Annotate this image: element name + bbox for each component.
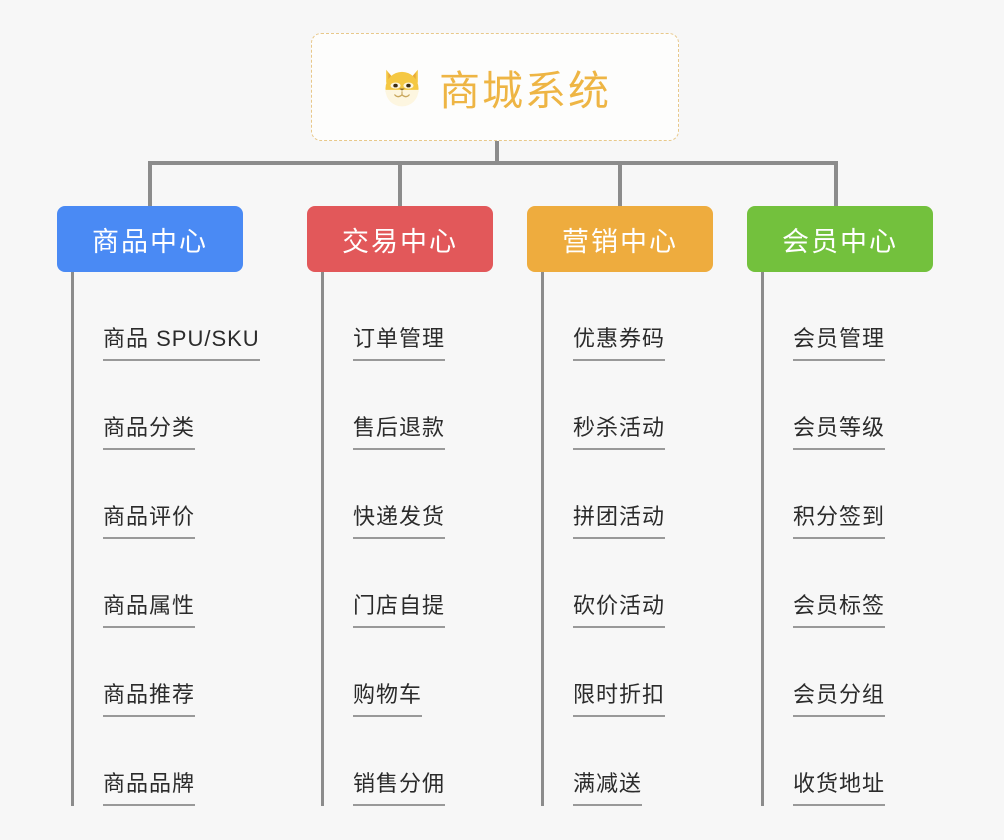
branch-header-member-center[interactable]: 会员中心 bbox=[747, 206, 933, 272]
leaf-label: 门店自提 bbox=[353, 588, 446, 628]
leaf-item[interactable]: 商品属性 bbox=[57, 539, 243, 628]
leaf-label: 商品推荐 bbox=[103, 677, 196, 717]
branch-header-label: 营销中心 bbox=[562, 226, 678, 257]
leaf-item[interactable]: 商品分类 bbox=[57, 361, 243, 450]
branch-trade-center: 交易中心 订单管理 售后退款 快递发货 门店自提 购物车 销售分佣 bbox=[307, 206, 493, 806]
leaf-label: 优惠券码 bbox=[573, 321, 666, 361]
branch-body-member-center: 会员管理 会员等级 积分签到 会员标签 会员分组 收货地址 bbox=[747, 272, 933, 806]
connector-drop-marketing-center bbox=[618, 161, 622, 208]
connector-drop-trade-center bbox=[398, 161, 402, 208]
connector-drop-product-center bbox=[148, 161, 152, 208]
shiba-inu-icon bbox=[379, 64, 425, 110]
leaf-label: 销售分佣 bbox=[353, 766, 446, 806]
leaf-label: 购物车 bbox=[353, 677, 423, 717]
branch-marketing-center: 营销中心 优惠券码 秒杀活动 拼团活动 砍价活动 限时折扣 满减送 bbox=[527, 206, 713, 806]
leaf-item[interactable]: 积分签到 bbox=[747, 450, 933, 539]
root-title: 商城系统 bbox=[439, 68, 611, 114]
leaf-item[interactable]: 收货地址 bbox=[747, 717, 933, 806]
branch-header-product-center[interactable]: 商品中心 bbox=[57, 206, 243, 272]
leaf-label: 商品 SPU/SKU bbox=[103, 321, 260, 361]
leaf-label: 限时折扣 bbox=[573, 677, 666, 717]
branch-body-trade-center: 订单管理 售后退款 快递发货 门店自提 购物车 销售分佣 bbox=[307, 272, 493, 806]
branch-header-label: 交易中心 bbox=[342, 226, 458, 257]
branch-spine bbox=[761, 272, 764, 806]
leaf-label: 会员管理 bbox=[793, 321, 886, 361]
leaf-label: 会员标签 bbox=[793, 588, 886, 628]
leaf-item[interactable]: 销售分佣 bbox=[307, 717, 493, 806]
connector-root-stub bbox=[495, 141, 499, 163]
leaf-label: 积分签到 bbox=[793, 499, 886, 539]
leaf-label: 收货地址 bbox=[793, 766, 886, 806]
leaf-label: 会员等级 bbox=[793, 410, 886, 450]
leaf-label: 商品分类 bbox=[103, 410, 196, 450]
branch-body-product-center: 商品 SPU/SKU 商品分类 商品评价 商品属性 商品推荐 商品品牌 bbox=[57, 272, 260, 806]
branch-member-center: 会员中心 会员管理 会员等级 积分签到 会员标签 会员分组 收货地址 bbox=[747, 206, 933, 806]
leaf-label: 商品品牌 bbox=[103, 766, 196, 806]
leaf-item[interactable]: 会员等级 bbox=[747, 361, 933, 450]
leaf-item[interactable]: 拼团活动 bbox=[527, 450, 713, 539]
branch-body-marketing-center: 优惠券码 秒杀活动 拼团活动 砍价活动 限时折扣 满减送 bbox=[527, 272, 713, 806]
leaf-item[interactable]: 会员管理 bbox=[747, 272, 933, 361]
leaf-label: 商品属性 bbox=[103, 588, 196, 628]
branch-header-label: 会员中心 bbox=[782, 226, 898, 257]
leaf-item[interactable]: 商品品牌 bbox=[57, 717, 243, 806]
leaf-label: 商品评价 bbox=[103, 499, 196, 539]
leaf-item[interactable]: 优惠券码 bbox=[527, 272, 713, 361]
leaf-item[interactable]: 限时折扣 bbox=[527, 628, 713, 717]
leaf-item[interactable]: 售后退款 bbox=[307, 361, 493, 450]
branch-product-center: 商品中心 商品 SPU/SKU 商品分类 商品评价 商品属性 商品推荐 商品品牌 bbox=[57, 206, 260, 806]
branch-spine bbox=[321, 272, 324, 806]
leaf-label: 满减送 bbox=[573, 766, 643, 806]
leaf-label: 拼团活动 bbox=[573, 499, 666, 539]
connector-drop-member-center bbox=[834, 161, 838, 208]
leaf-item[interactable]: 购物车 bbox=[307, 628, 493, 717]
leaf-label: 砍价活动 bbox=[573, 588, 666, 628]
leaf-item[interactable]: 砍价活动 bbox=[527, 539, 713, 628]
branch-spine bbox=[71, 272, 74, 806]
leaf-item[interactable]: 商品评价 bbox=[57, 450, 243, 539]
leaf-label: 订单管理 bbox=[353, 321, 446, 361]
leaf-label: 快递发货 bbox=[353, 499, 446, 539]
branch-spine bbox=[541, 272, 544, 806]
leaf-label: 售后退款 bbox=[353, 410, 446, 450]
branch-header-marketing-center[interactable]: 营销中心 bbox=[527, 206, 713, 272]
root-node[interactable]: 商城系统 bbox=[311, 33, 679, 141]
leaf-item[interactable]: 门店自提 bbox=[307, 539, 493, 628]
leaf-item[interactable]: 快递发货 bbox=[307, 450, 493, 539]
leaf-label: 秒杀活动 bbox=[573, 410, 666, 450]
leaf-item[interactable]: 会员分组 bbox=[747, 628, 933, 717]
leaf-item[interactable]: 商品 SPU/SKU bbox=[57, 272, 260, 361]
leaf-label: 会员分组 bbox=[793, 677, 886, 717]
leaf-item[interactable]: 会员标签 bbox=[747, 539, 933, 628]
connector-horizontal-bus bbox=[148, 161, 838, 165]
branch-header-trade-center[interactable]: 交易中心 bbox=[307, 206, 493, 272]
branch-header-label: 商品中心 bbox=[92, 226, 208, 257]
leaf-item[interactable]: 订单管理 bbox=[307, 272, 493, 361]
leaf-item[interactable]: 秒杀活动 bbox=[527, 361, 713, 450]
leaf-item[interactable]: 商品推荐 bbox=[57, 628, 243, 717]
leaf-item[interactable]: 满减送 bbox=[527, 717, 713, 806]
